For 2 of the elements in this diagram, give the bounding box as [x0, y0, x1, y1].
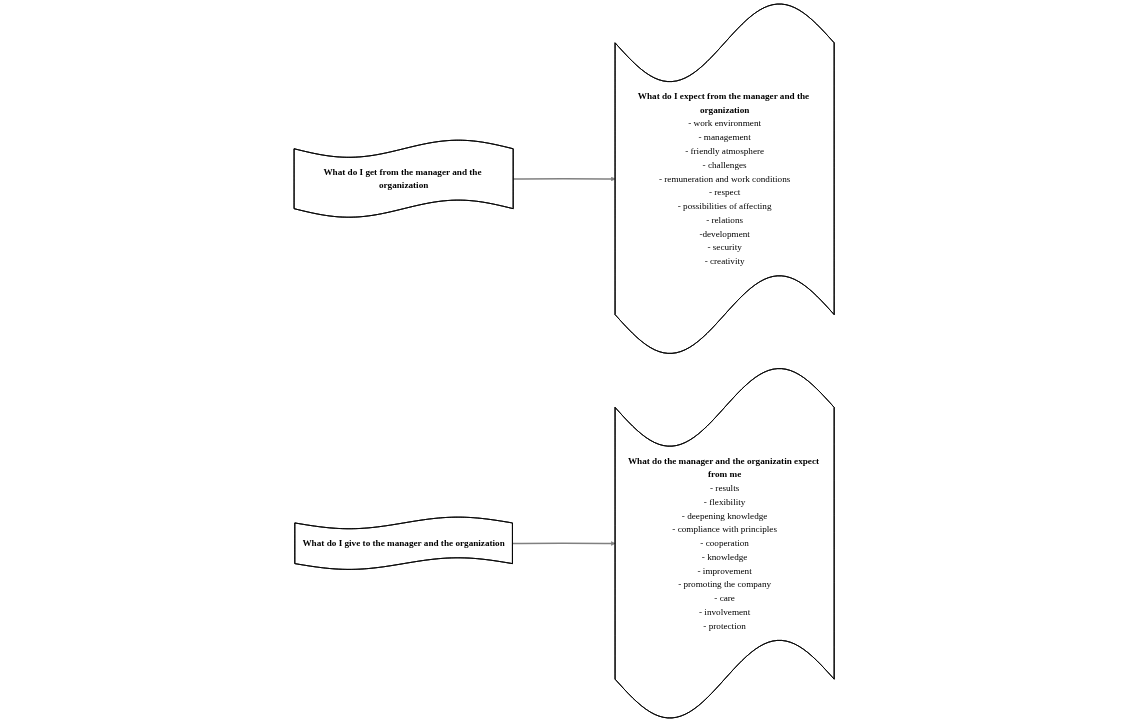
arrow	[511, 541, 616, 546]
arrow	[512, 176, 616, 182]
